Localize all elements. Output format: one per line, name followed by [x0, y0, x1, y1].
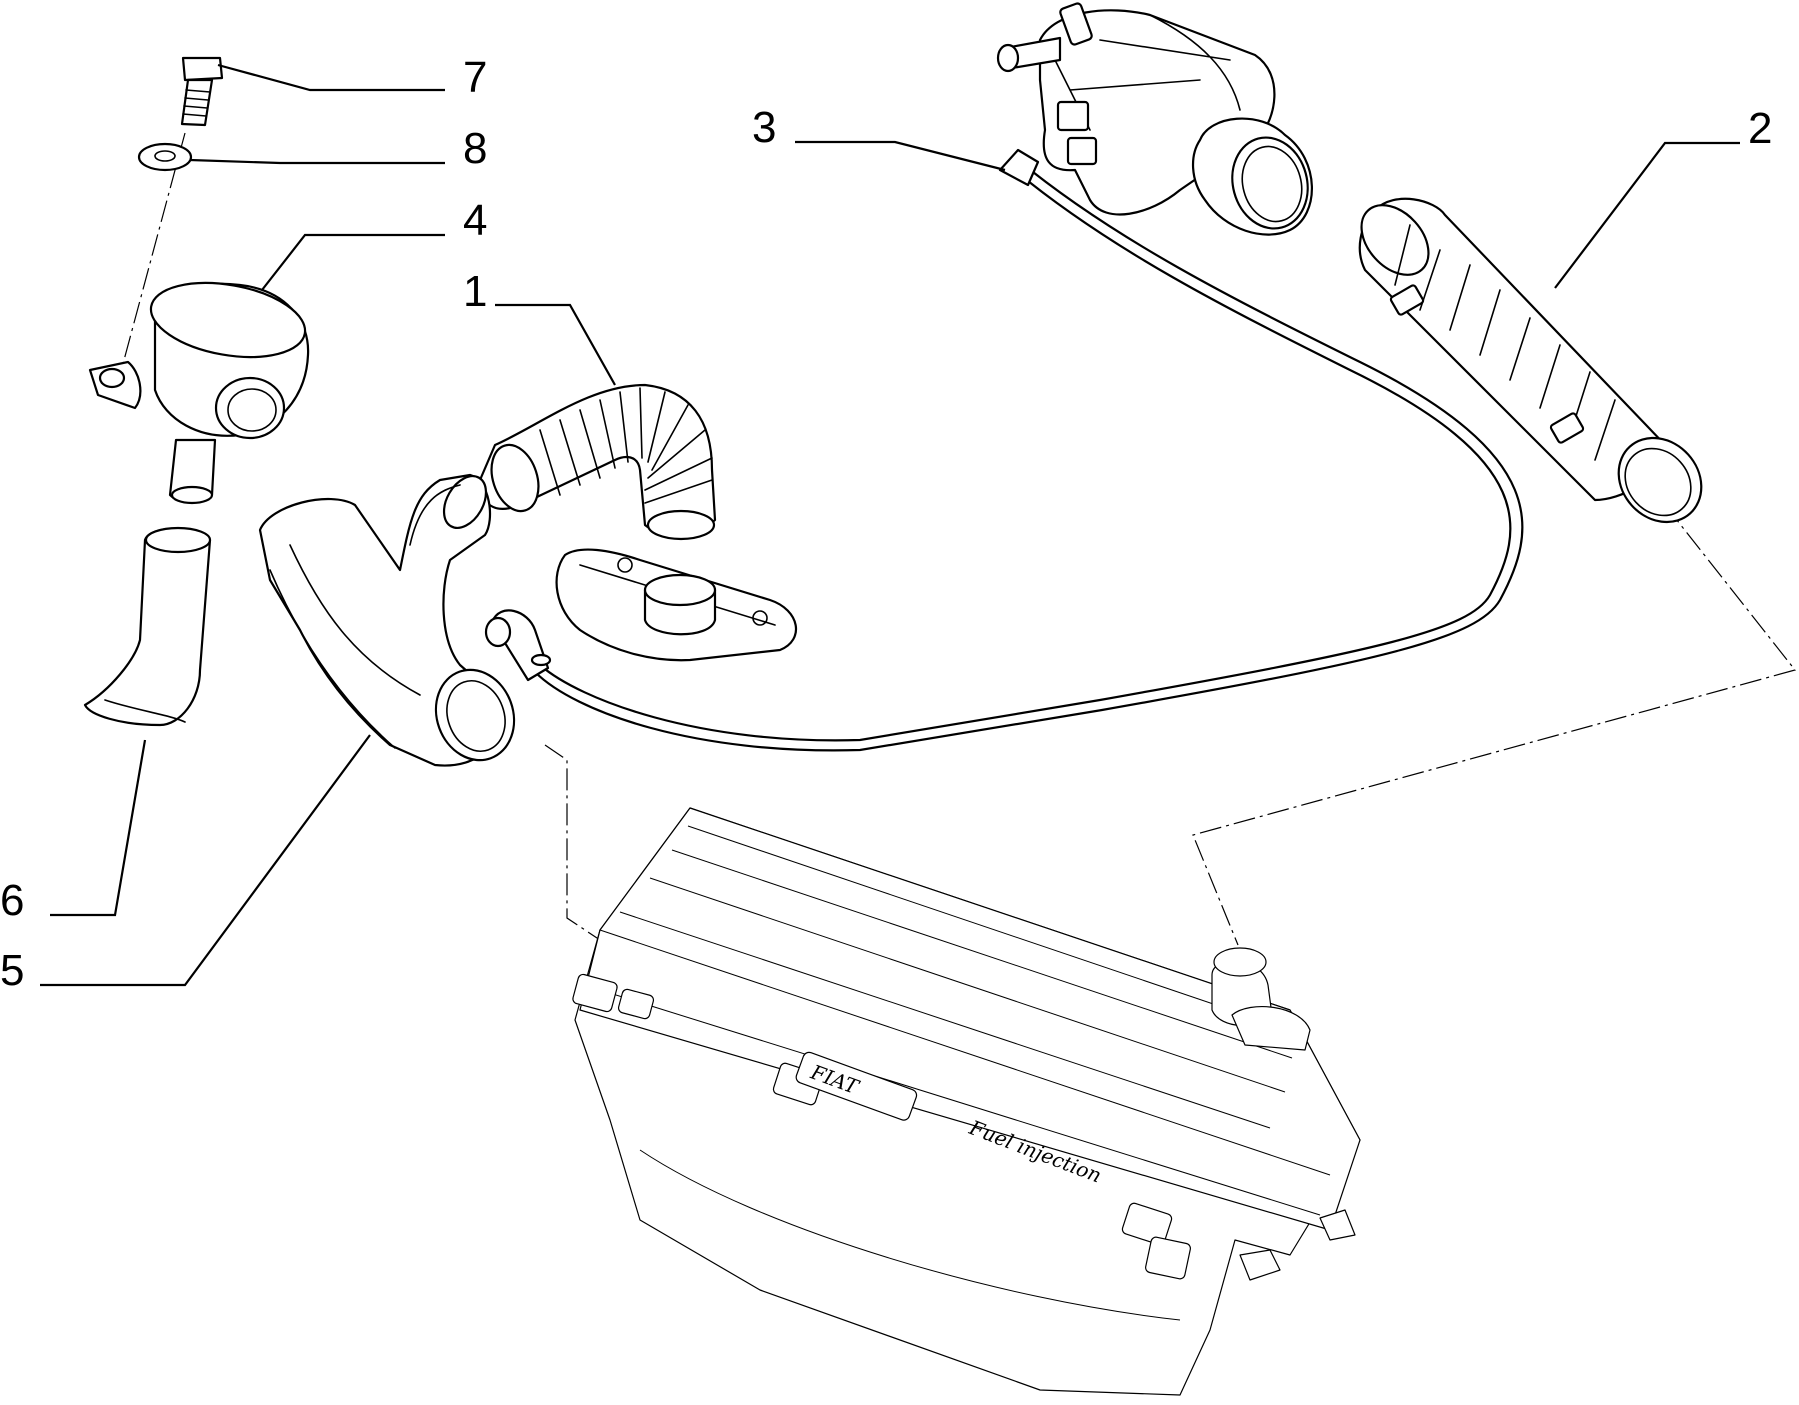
- callout-labels: 7 8 4 1 3 2 6 5: [0, 53, 1772, 995]
- air-filter-housing: FIAT Fuel injection: [572, 807, 1361, 1396]
- callout-7: 7: [463, 53, 487, 102]
- callout-5: 5: [0, 946, 24, 995]
- part-1-corrugated-hose: [478, 383, 717, 541]
- part-5-elbow-duct: [258, 473, 516, 767]
- callout-2: 2: [1748, 104, 1772, 153]
- leader-lines: [40, 63, 1740, 987]
- callout-4: 4: [463, 196, 487, 245]
- part-3-vent-hose: [484, 148, 1524, 752]
- callout-6: 6: [0, 876, 24, 925]
- part-6-inlet-snorkel: [83, 526, 212, 727]
- callout-8: 8: [463, 124, 487, 173]
- part-4-resonator: [88, 281, 310, 505]
- throttle-body: [996, 2, 1313, 236]
- callout-3: 3: [752, 103, 776, 152]
- part-8-washer: [137, 142, 193, 172]
- part-7-bolt: [180, 56, 224, 127]
- assembly-axis-lines: [119, 132, 1797, 946]
- gasket-plate: [555, 548, 798, 662]
- callout-1: 1: [463, 267, 487, 316]
- part-2-intake-hose: [1358, 197, 1703, 524]
